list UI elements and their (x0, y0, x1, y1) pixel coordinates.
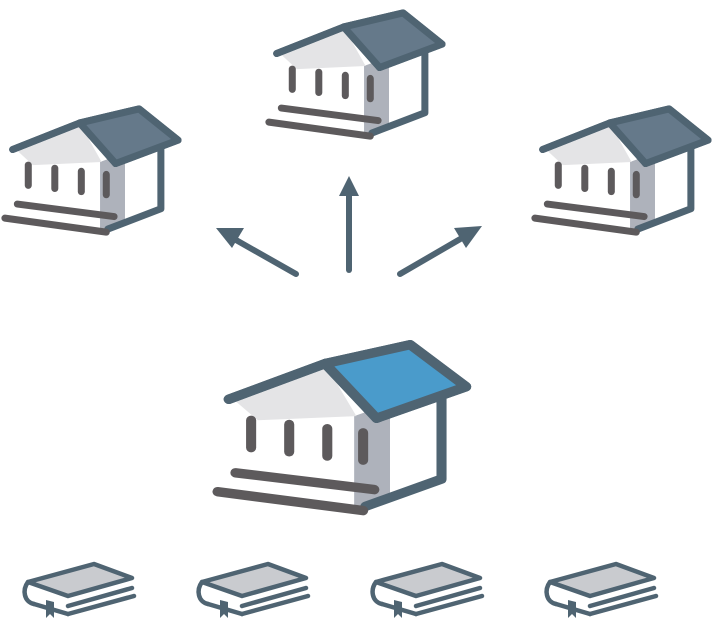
satellite-building-icon-left (5, 109, 182, 232)
satellite-building-icon-center (269, 9, 442, 136)
arrow-icon-up (339, 176, 359, 273)
book-icon-2 (199, 564, 308, 618)
arrow-icon-up-left (216, 228, 299, 277)
satellite-building-icon-right (535, 109, 712, 232)
central-building-icon (218, 345, 467, 511)
book-icon-1 (25, 564, 134, 618)
arrow-icon-up-right (397, 226, 482, 277)
book-icon-4 (547, 564, 656, 618)
book-icon-3 (373, 564, 482, 618)
